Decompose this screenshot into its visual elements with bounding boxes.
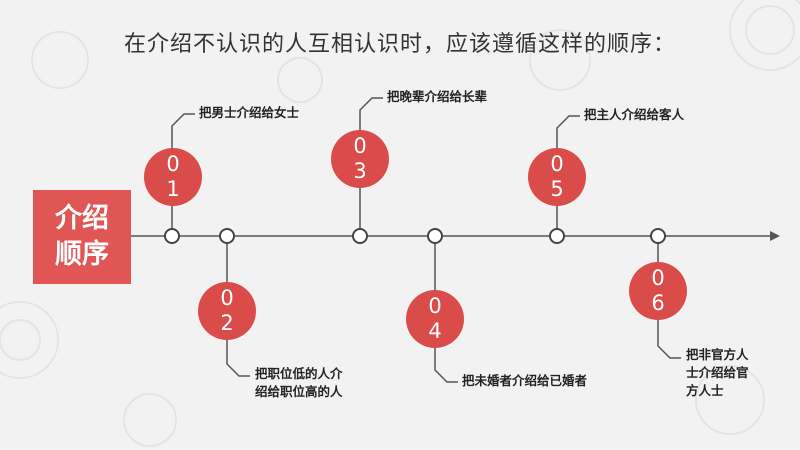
timeline-arrowhead bbox=[770, 231, 780, 241]
timeline-node-1 bbox=[164, 228, 180, 244]
timeline-node-2 bbox=[219, 228, 235, 244]
step-label-3: 把晚辈介绍给长辈 bbox=[387, 89, 488, 104]
step-label-4: 把未婚者介绍给已婚者 bbox=[462, 373, 588, 388]
step-label-6: 把非官方人 士介绍给官 方人士 bbox=[686, 347, 749, 398]
timeline-node-3 bbox=[352, 228, 368, 244]
step-number-4: 0 4 bbox=[406, 290, 464, 348]
order-heading-line1: 介绍 bbox=[55, 203, 109, 234]
timeline-node-4 bbox=[427, 228, 443, 244]
timeline-node-6 bbox=[650, 228, 666, 244]
step-number-6: 0 6 bbox=[629, 262, 687, 320]
order-heading-box: 介绍 顺序 bbox=[33, 190, 131, 284]
step-number-1: 0 1 bbox=[144, 148, 202, 206]
order-heading-line2: 顺序 bbox=[55, 239, 109, 270]
step-label-2: 把职位低的人介 绍给职位高的人 bbox=[255, 366, 343, 399]
step-number-3: 0 3 bbox=[331, 130, 389, 188]
step-number-5: 0 5 bbox=[528, 148, 586, 206]
step-label-5: 把主人介绍给客人 bbox=[584, 107, 685, 122]
timeline-node-5 bbox=[549, 228, 565, 244]
step-label-1: 把男士介绍给女士 bbox=[199, 105, 300, 120]
step-number-2: 0 2 bbox=[198, 282, 256, 340]
page-title: 在介绍不认识的人互相认识时，应该遵循这样的顺序： bbox=[123, 32, 676, 57]
